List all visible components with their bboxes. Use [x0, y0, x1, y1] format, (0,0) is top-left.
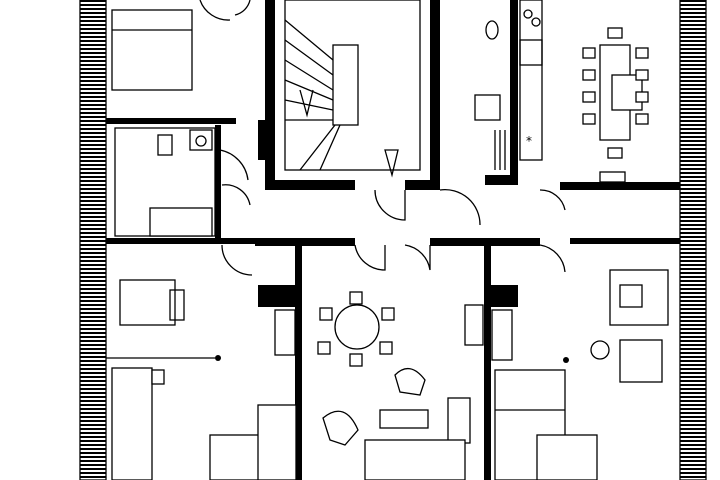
- svg-text:*: *: [526, 134, 532, 148]
- bedroom: [106, 0, 251, 124]
- stairwell: [258, 0, 440, 190]
- bathroom: [114, 125, 249, 240]
- kitchen: *: [474, 0, 543, 185]
- living-room: [317, 244, 491, 480]
- office-left: [106, 244, 302, 480]
- dining-room: [560, 27, 680, 190]
- office-right: [488, 269, 669, 480]
- exterior-wall-left: [79, 0, 107, 480]
- exterior-wall-right: [679, 0, 707, 480]
- corridor: [106, 184, 680, 276]
